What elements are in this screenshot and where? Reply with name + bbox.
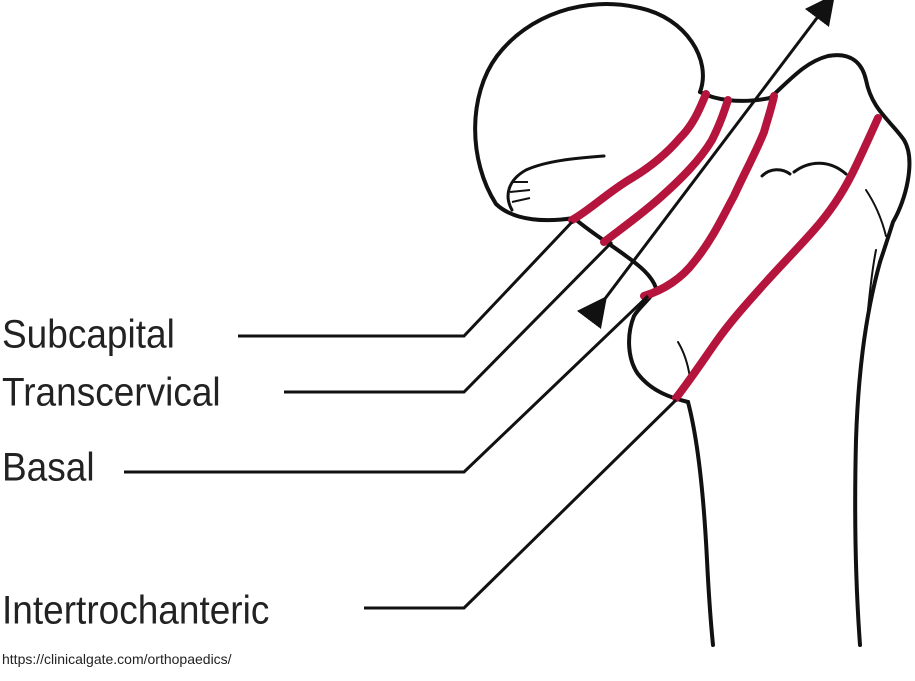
neck-bottom-contour <box>572 216 690 404</box>
fracture-line-basal <box>640 92 778 300</box>
label-intertrochanteric: Intertrochanteric <box>2 587 270 633</box>
fracture-line-intertrochanteric <box>672 114 882 402</box>
fovea-hatch-2 <box>509 189 531 193</box>
shaft-medial <box>686 400 715 647</box>
shaft-texture <box>867 249 877 311</box>
trochanter-detail-3 <box>865 189 887 237</box>
shaft-lateral <box>853 260 882 647</box>
label-subcapital: Subcapital <box>2 311 175 357</box>
leader-line-intertrochanteric <box>364 398 678 610</box>
label-transcervical: Transcervical <box>2 369 221 415</box>
lesser-trochanter-detail <box>677 341 691 379</box>
source-url: https://clinicalgate.com/orthopaedics/ <box>2 651 232 667</box>
trochanter-detail <box>792 161 848 176</box>
force-arrow <box>576 0 836 330</box>
label-basal: Basal <box>2 444 95 490</box>
leader-line-transcervical <box>284 240 614 394</box>
leader-line-subcapital <box>238 220 574 338</box>
fovea-hatch-3 <box>511 197 531 203</box>
greater-trochanter <box>768 53 912 264</box>
leader-line-basal <box>124 294 650 474</box>
trochanter-detail-2 <box>760 168 792 178</box>
fracture-line-transcervical <box>600 96 732 246</box>
fracture-line-subcapital <box>568 90 710 224</box>
